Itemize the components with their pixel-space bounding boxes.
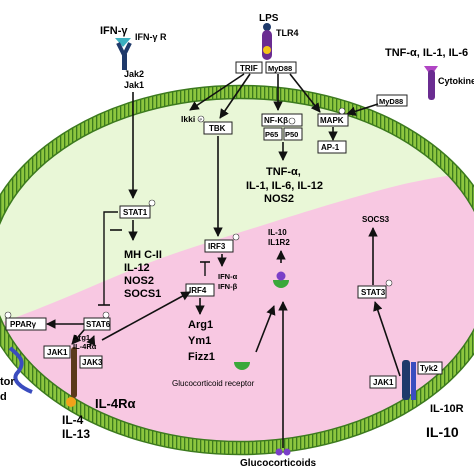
lps-label: LPS — [259, 13, 279, 24]
svg-text:JAK1: JAK1 — [47, 348, 68, 357]
ifng-label: IFN-γ — [100, 25, 128, 37]
left-cut-label-1: tor — [0, 376, 15, 388]
svg-text:TRIF: TRIF — [240, 64, 258, 73]
left-cut-label-2: d — [0, 391, 7, 403]
p50-box: P50 — [283, 127, 303, 141]
il13-label: IL-13 — [62, 427, 90, 441]
gc-receptor-icon — [234, 362, 250, 370]
trif-box: TRIF — [235, 61, 263, 74]
arg1-target: Arg1 — [188, 319, 213, 331]
cytokine-label: Cytokine — [438, 76, 474, 86]
tbk-box: TBK — [203, 121, 233, 135]
stat1-box: STAT1 — [119, 205, 151, 219]
ifna-target: IFN-α — [218, 272, 238, 281]
svg-text:IRF3: IRF3 — [208, 242, 226, 251]
jak3-box: JAK3 — [79, 355, 103, 369]
svg-text:STAT3: STAT3 — [361, 288, 386, 297]
ifng-ligand-icon — [115, 38, 131, 47]
il4ra-label: IL-4Rα — [95, 396, 136, 411]
jak2-label: Jak2 — [124, 69, 144, 79]
stat6-box: STAT6 — [83, 317, 111, 331]
il1r2-target: IL1R2 — [268, 238, 290, 247]
nos2-stat1-target: NOS2 — [124, 275, 154, 287]
svg-text:AP-1: AP-1 — [321, 143, 340, 152]
cytokine-receptor-icon — [428, 70, 435, 100]
svg-text:STAT6: STAT6 — [86, 320, 111, 329]
svg-text:PPARγ: PPARγ — [10, 320, 37, 329]
il-targets: IL-1, IL-6, IL-12 — [246, 180, 323, 192]
il4-label: IL-4 — [62, 413, 84, 427]
il4ra-stat6-target: IL-4Rα — [73, 342, 97, 351]
svg-text:P: P — [200, 117, 203, 122]
ym1-target: Ym1 — [188, 335, 211, 347]
svg-text:MyD88: MyD88 — [268, 64, 292, 73]
mhc2-target: MH C-II — [124, 249, 162, 261]
stat3-box: STAT3 — [357, 285, 387, 299]
il10-label: IL-10 — [426, 424, 459, 440]
svg-text:JAK1: JAK1 — [373, 378, 394, 387]
svg-text:MAPK: MAPK — [320, 116, 344, 125]
myd88-cyt-box: MyD88 — [376, 94, 408, 107]
myd88-tlr-box: MyD88 — [265, 61, 297, 74]
ifngr-label: IFN-γ R — [135, 32, 167, 42]
gc-receptor-complex-icon — [273, 280, 289, 288]
lps-ligand-icon — [263, 23, 271, 31]
il4-ligand-icon — [66, 397, 76, 407]
nos2-target: NOS2 — [264, 193, 294, 205]
svg-text:Tyk2: Tyk2 — [420, 364, 438, 373]
m2-region — [0, 170, 474, 448]
nfkb-box: NF-Kβ — [261, 113, 303, 127]
arg1-stat6-target: Arg1 — [73, 333, 90, 342]
il10-target: IL-10 — [268, 228, 287, 237]
tlr4-receptor: LPS TLR4 — [259, 13, 299, 60]
socs3-target: SOCS3 — [362, 215, 390, 224]
svg-text:P50: P50 — [285, 130, 298, 139]
socs1-target: SOCS1 — [124, 288, 161, 300]
tlr4-receptor-icon — [262, 30, 272, 60]
cell-membrane — [0, 85, 474, 455]
svg-text:JAK3: JAK3 — [82, 358, 103, 367]
tlr4-label: TLR4 — [276, 28, 299, 38]
ppary-box: PPARγ — [5, 317, 47, 331]
fizz1-target: Fizz1 — [188, 351, 215, 363]
svg-text:IRF4: IRF4 — [189, 286, 207, 295]
tyk2-box: Tyk2 — [417, 361, 443, 375]
il12-target: IL-12 — [124, 262, 150, 274]
cell-interior — [0, 92, 474, 448]
svg-text:P65: P65 — [265, 130, 278, 139]
jak1-left-box: JAK1 — [43, 345, 71, 359]
svg-text:STAT1: STAT1 — [123, 208, 148, 217]
jak1-top-label: Jak1 — [124, 80, 144, 90]
membrane-outer-edge — [0, 84, 474, 456]
cytokine-receptor: TNF-α, IL-1, IL-6 Cytokine — [385, 47, 474, 100]
ikki-label: Ikki — [181, 114, 195, 124]
svg-text:TBK: TBK — [209, 124, 226, 133]
svg-text:MyD88: MyD88 — [379, 97, 403, 106]
glucocorticoids-label: Glucocorticoids — [240, 458, 317, 469]
mapk-box: MAPK — [317, 113, 349, 127]
ifng-receptor: IFN-γ IFN-γ R — [100, 25, 167, 70]
membrane-inner-edge — [0, 97, 474, 443]
jak1-right-box: JAK1 — [369, 375, 397, 389]
tnf-target: TNF-α, — [266, 166, 301, 178]
irf3-box: IRF3 — [204, 239, 234, 253]
tnf-il-label: TNF-α, IL-1, IL-6 — [385, 47, 468, 59]
il10r-label: IL-10R — [430, 403, 464, 415]
ifnb-target: IFN-β — [218, 282, 238, 291]
gc-receptor-label: Glucocorticoid receptor — [172, 379, 255, 388]
ap1-box: AP-1 — [317, 140, 347, 154]
svg-text:NF-Kβ: NF-Kβ — [264, 116, 288, 125]
il10r-receptor-icon — [402, 360, 410, 400]
p65-box: P65 — [263, 127, 283, 141]
irf4-box: IRF4 — [185, 283, 215, 297]
left-receptor-icon — [8, 346, 33, 394]
